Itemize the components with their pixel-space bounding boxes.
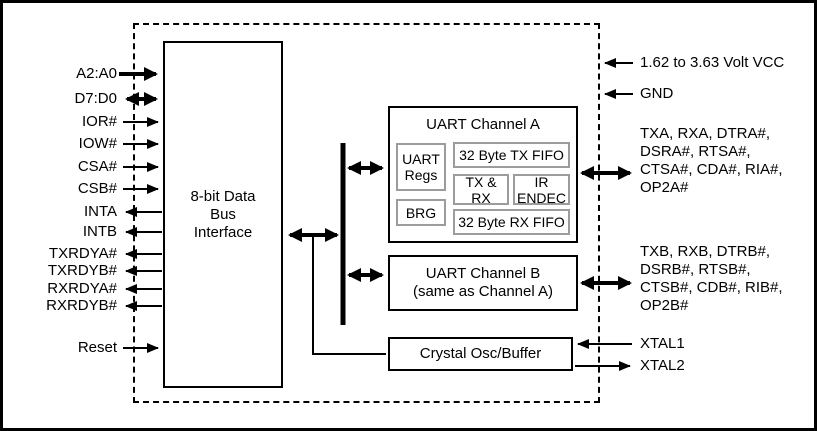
ir-endec-label: IR ENDEC: [516, 173, 566, 206]
data-bus-interface-label: 8-bit Data Bus Interface: [190, 187, 256, 241]
pin-label-iow: IOW#: [78, 135, 117, 152]
channel-b-signal-labels: TXB, RXB, DTRB#, DSRB#, RTSB#, CTSB#, CD…: [640, 243, 783, 315]
pin-label-d7d0: D7:D0: [74, 90, 117, 107]
ir-endec-box: IR ENDEC: [513, 173, 570, 206]
pin-label-xtal2: XTAL2: [640, 357, 685, 374]
pin-label-intb: INTB: [82, 223, 117, 240]
osc-connection-line: [312, 237, 386, 355]
tx-fifo-box: 32 Byte TX FIFO: [453, 142, 570, 168]
pin-label-csb: CSB#: [77, 180, 117, 197]
brg-box: BRG: [396, 199, 446, 226]
channel-b-signals-line4: OP2B#: [640, 297, 689, 314]
pin-label-a2a0: A2:A0: [76, 65, 117, 82]
channel-b-signals-line2: DSRB#, RTSB#,: [640, 261, 751, 278]
pin-label-inta: INTA: [83, 203, 117, 220]
channel-b-signals-line3: CTSB#, CDB#, RIB#,: [640, 279, 783, 296]
channel-a-signals-line3: CTSA#, CDA#, RIA#,: [640, 161, 783, 178]
pin-label-csa: CSA#: [77, 158, 117, 175]
pin-label-vcc: 1.62 to 3.63 Volt VCC: [640, 54, 785, 71]
pin-label-rxrdya: RXRDYA#: [47, 280, 117, 297]
pin-label-txrdya: TXRDYA#: [48, 245, 117, 262]
brg-label: BRG: [405, 204, 437, 221]
tx-fifo-label: 32 Byte TX FIFO: [459, 147, 564, 163]
uart-channel-b-title: UART Channel B: [425, 265, 541, 282]
pin-label-gnd: GND: [640, 85, 674, 102]
pin-label-rxrdyb: RXRDYB#: [46, 297, 117, 314]
pin-label-xtal1: XTAL1: [640, 335, 685, 352]
channel-a-signals-line4: OP2A#: [640, 179, 689, 196]
channel-a-signal-labels: TXA, RXA, DTRA#, DSRA#, RTSA#, CTSA#, CD…: [640, 125, 783, 197]
channel-b-signals-line1: TXB, RXB, DTRB#,: [640, 243, 771, 260]
uart-regs-label: UART Regs: [402, 151, 440, 183]
channel-a-signals-line2: DSRA#, RTSA#,: [640, 143, 751, 160]
uart-channel-a-title: UART Channel A: [426, 116, 540, 133]
pin-label-reset: Reset: [77, 339, 117, 356]
uart-channel-b-subtitle: (same as Channel A): [412, 283, 554, 300]
rx-fifo-label: 32 Byte RX FIFO: [458, 214, 565, 230]
data-bus-interface-block: 8-bit Data Bus Interface: [163, 41, 283, 388]
pin-label-txrdyb: TXRDYB#: [47, 262, 117, 279]
channel-a-signals-line1: TXA, RXA, DTRA#,: [640, 125, 771, 142]
crystal-osc-block: Crystal Osc/Buffer: [388, 337, 573, 371]
crystal-osc-label: Crystal Osc/Buffer: [419, 345, 542, 362]
uart-channel-b-block: UART Channel B (same as Channel A): [388, 255, 578, 311]
wiring-layer: [119, 58, 633, 371]
tx-rx-box: TX & RX: [453, 173, 509, 206]
pin-label-ior: IOR#: [81, 113, 117, 130]
rx-fifo-box: 32 Byte RX FIFO: [453, 209, 570, 235]
tx-rx-label: TX & RX: [465, 173, 497, 206]
uart-regs-box: UART Regs: [396, 143, 446, 191]
